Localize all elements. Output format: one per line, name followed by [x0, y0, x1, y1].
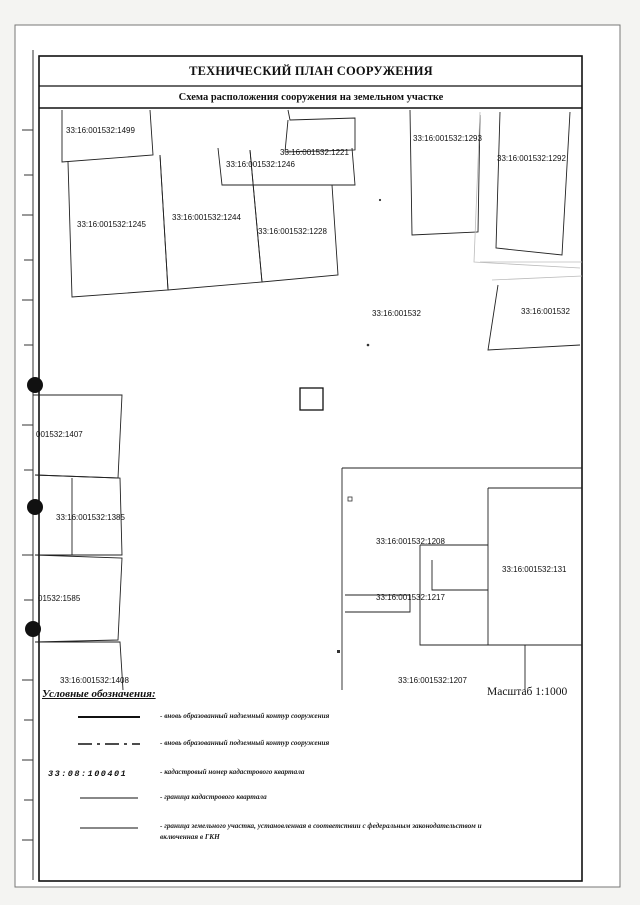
parcel-label: 01532:1585	[38, 594, 81, 603]
parcel-label: 33:16:001532:1244	[172, 213, 241, 222]
faint-boundaries	[473, 111, 583, 281]
scan-edge-ticks	[22, 50, 34, 880]
parcel-label: 33:16:001532:1385	[56, 513, 125, 522]
binder-hole	[25, 621, 41, 637]
parcel-label: 33:16:001532:1245	[77, 220, 146, 229]
document-subtitle: Схема расположения сооружения на земельн…	[178, 91, 444, 103]
parcel-label: 33:16:001532:1246	[226, 160, 295, 169]
frame-border	[38, 55, 583, 882]
parcel-boundaries	[61, 109, 581, 351]
parcel-boundaries-left	[33, 394, 124, 691]
legend-title: Условные обозначения:	[42, 688, 156, 700]
parcel-label: 33:16:001532:1292	[497, 154, 566, 163]
cadastral-quarter-label: 33:16:001532	[372, 309, 421, 318]
parcel-label: 33:16:001532:1408	[60, 676, 129, 685]
parcel-label: 33:16:001532:1499	[66, 126, 135, 135]
map-scale: Масштаб 1:1000	[487, 686, 568, 698]
parcel-label: 33:16:001532:1208	[376, 537, 445, 546]
legend-item-text: - граница кадастрового квартала	[160, 793, 267, 801]
structure-contour	[299, 387, 324, 411]
binder-hole	[27, 499, 43, 515]
parcel-label: 001532:1407	[36, 430, 83, 439]
parcel-label: 33:16:001532:1293	[413, 134, 482, 143]
document-title: ТЕХНИЧЕСКИЙ ПЛАН СООРУЖЕНИЯ	[189, 64, 433, 78]
point-marker	[378, 198, 382, 202]
parcel-label: 33:16:001532:1228	[258, 227, 327, 236]
point-marker	[366, 343, 370, 347]
parcel-label: 33:16:001532:1207	[398, 676, 467, 685]
legend-symbol-cadastral-code: 33:08:100401	[48, 769, 128, 779]
parcel-label: 33:16:001532:1221	[280, 148, 349, 157]
legend-item-text: - вновь образованный подземный контур со…	[160, 739, 330, 747]
point-marker	[337, 650, 340, 653]
cadastral-quarter-label: 33:16:001532	[521, 307, 570, 316]
legend-item-text: - кадастровый номер кадастрового квартал…	[160, 768, 305, 776]
parcel-boundaries-right	[341, 467, 582, 690]
parcel-label: 33:16:001532:131	[502, 565, 567, 574]
binder-hole	[27, 377, 43, 393]
point-marker	[347, 496, 353, 502]
parcel-label: 33:16:001532:1217	[376, 593, 445, 602]
legend-item-text: - вновь образованный надземный контур со…	[160, 712, 330, 720]
legend-item-text: - граница земельного участка, установлен…	[160, 822, 482, 841]
